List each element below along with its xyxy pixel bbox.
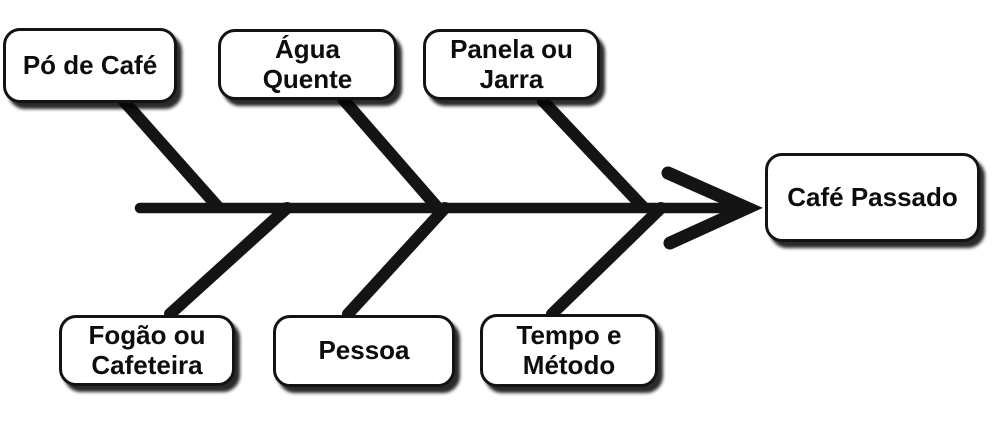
cause-label: Pó de Café [22,49,158,80]
cause-box-fogao-ou-cafeteira: Fogão ou Cafeteira [59,315,235,386]
cause-box-panela-ou-jarra: Panela ou Jarra [423,29,600,100]
cause-box-tempo-e-metodo: Tempo e Método [480,314,658,387]
cause-label: Pessoa [318,335,410,366]
arrowhead-icon [661,166,763,250]
cause-label: Água Quente [262,34,353,94]
cause-box-po-de-cafe: Pó de Café [3,28,177,103]
rib-agua-quente-line [337,93,443,213]
cause-label: Panela ou Jarra [450,34,573,94]
cause-box-agua-quente: Água Quente [218,29,397,100]
cause-label: Fogão ou Cafeteira [88,320,206,380]
rib-tempo-e-metodo-line [546,202,667,320]
rib-pessoa-line [342,202,451,320]
effect-label: Café Passado [787,181,958,212]
rib-po-de-cafe-line [117,94,224,213]
cause-box-pessoa: Pessoa [273,315,455,387]
effect-box-cafe-passado: Café Passado [765,153,980,242]
rib-fogao-ou-cafeteira-line [164,202,293,320]
rib-panela-ou-jarra-line [537,95,649,213]
cause-label: Tempo e Método [516,320,622,380]
